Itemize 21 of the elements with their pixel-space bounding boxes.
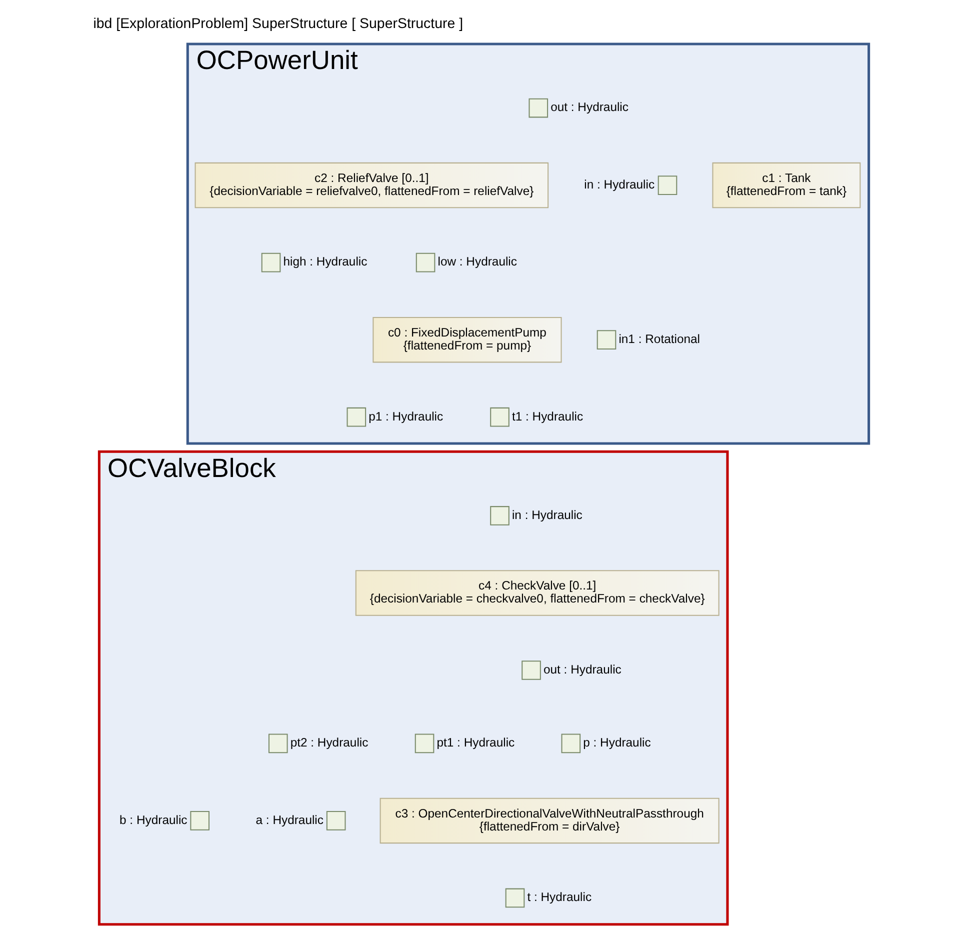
node-label: pt1 : Hydraulic [436,736,514,750]
node-label: t : Hydraulic [526,890,592,904]
node-box: c3 : OpenCenterDirectionalValveWithNeutralPassthrough {flattenedFrom = dirValve} [379,798,719,844]
node-label: in1 : Rotational [618,332,700,346]
node-label: pt2 : Hydraulic [290,736,368,750]
node-label: low : Hydraulic [437,254,516,269]
node-label: in : Hydraulic [584,177,654,192]
diagram-title: ibd [ExplorationProblem] SuperStructure [ SuperStructure ] [92,16,463,32]
node-label: out : Hydraulic [542,662,621,676]
node-label: p : Hydraulic [582,736,650,750]
node-box: c0 : FixedDisplacementPump {flattenedFrom = pump} [372,316,562,363]
node-label: a : Hydraulic [255,812,323,827]
node-label: b : Hydraulic [119,812,187,827]
node-box: c1 : Tank {flattenedFrom = tank} [712,162,860,208]
node-label: in : Hydraulic [511,508,582,522]
node-label: out : Hydraulic [550,100,628,114]
node-label: t1 : Hydraulic [511,409,583,424]
node-label: high : Hydraulic [282,254,367,269]
node-box: c4 : CheckValve [0..1] {decisionVariable = checkvalve0, flattenedFrom = checkValve} [354,570,719,616]
node-label: p1 : Hydraulic [368,409,443,424]
node-box: c2 : ReliefValve [0..1] {decisionVariable = reliefvalve0, flattenedFrom = reliefValve} [194,162,548,208]
